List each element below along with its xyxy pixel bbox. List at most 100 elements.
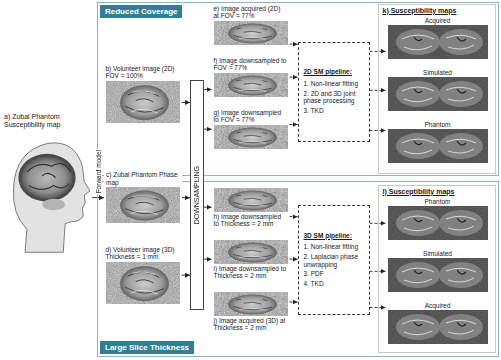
sus-picture [388, 25, 488, 59]
phase-picture [106, 81, 180, 123]
group-heading: k) Susceptibility maps [383, 7, 491, 15]
process-label: DOWNSAMPLING [193, 166, 201, 224]
pipeline-step: 2. 2D and 3D joint phase processing [304, 90, 364, 105]
phase-image [214, 292, 288, 316]
image-label: Phantom [388, 121, 488, 129]
connector-arrow [290, 44, 298, 45]
pipeline-step: 3. PDF [304, 270, 364, 278]
head-image [4, 131, 90, 257]
image-label: a) Zubal Phantom Susceptibility map [4, 113, 90, 130]
pipeline-step: 4. TKD [304, 280, 364, 288]
phase-picture [106, 262, 180, 304]
connector-arrow [290, 77, 298, 78]
image-panel: Simulated [386, 68, 490, 114]
connector-arrow [290, 124, 298, 125]
phase-image [214, 73, 288, 97]
pipeline-box: 2D SM pipeline: 1. Non-linear fitting 2. 2… [298, 42, 370, 142]
image-panel: c) Zubal Phantom Phase map [104, 170, 182, 225]
group-heading: l) Susceptibility maps [383, 188, 491, 196]
sus-image [388, 206, 488, 240]
image-panel: Simulated [386, 249, 490, 295]
image-label: Phantom [388, 198, 488, 206]
image-panel: Acquired [386, 301, 490, 347]
image-panel: e) Image acquired (2D) at FOV = 77% [212, 4, 290, 47]
image-label: d) Volunteer image (3D) Thickness = 1 mm [106, 246, 180, 261]
image-panel: h) Image downsampled to Thickness = 2 mm [212, 186, 290, 229]
pipeline-box: 3D SM pipeline: 1. Non-linear fitting 2. L… [298, 205, 370, 315]
image-label: f) Image downsampled to FOV = 77% [214, 57, 288, 72]
sus-picture [388, 129, 488, 163]
sus-image [388, 25, 488, 59]
phase-image [214, 125, 288, 149]
head-picture [13, 142, 90, 251]
image-label: g) Image downsampled to FOV = 77% [214, 109, 288, 124]
connector-arrow [204, 207, 212, 208]
sus-picture [388, 206, 488, 240]
connector-arrow [204, 89, 212, 90]
image-panel: b) Volunteer image (2D) FOV = 100% [104, 64, 182, 125]
section-panel: b) Volunteer image (2D) FOV = 100% e) Ima… [97, 2, 499, 176]
pipeline-step: 3D SM pipeline: [304, 232, 364, 240]
phase-picture [214, 188, 288, 212]
image-group: PhantomSimulatedAcquired l) Susceptibilit… [378, 185, 496, 353]
image-label: j) Image acquired (3D) at Thickness = 2 … [214, 317, 288, 332]
pipeline-step: 2D SM pipeline: [304, 68, 364, 76]
phase-picture [214, 73, 288, 97]
edge-label: Forward model [95, 149, 102, 194]
pipeline-step: 3. TKD [304, 107, 364, 115]
phase-image [106, 262, 180, 304]
sus-image [388, 258, 488, 292]
pipeline-step: 2. Laplacian phase unwrapping [304, 253, 364, 268]
image-panel: g) Image downsampled to FOV = 77% [212, 108, 290, 151]
pipeline-step: 1. Non-linear fitting [304, 80, 364, 88]
image-panel: j) Image acquired (3D) at Thickness = 2 … [212, 290, 290, 333]
pipeline-step: 1. Non-linear fitting [304, 243, 364, 251]
phase-image [214, 240, 288, 264]
image-label: b) Volunteer image (2D) FOV = 100% [106, 65, 180, 80]
process-bar: DOWNSAMPLING [190, 80, 204, 310]
image-panel: f) Image downsampled to FOV = 77% [212, 56, 290, 99]
image-panel: Acquired [386, 16, 490, 62]
phase-image [214, 188, 288, 212]
phase-picture [214, 125, 288, 149]
sus-image [388, 310, 488, 344]
image-label: Acquired [388, 302, 488, 310]
connector-arrow [290, 216, 298, 217]
image-panel: a) Zubal Phantom Susceptibility map [2, 112, 92, 259]
image-label: h) Image downsampled to Thickness = 2 mm [214, 213, 288, 228]
phase-image [214, 21, 288, 45]
sus-image [388, 129, 488, 163]
connector-arrow [182, 275, 191, 276]
connector-arrow [204, 259, 212, 260]
connector-arrow [290, 302, 298, 303]
image-panel: d) Volunteer image (3D) Thickness = 1 mm [104, 245, 182, 306]
sus-picture [388, 310, 488, 344]
image-label: Simulated [388, 250, 488, 258]
sus-picture [388, 77, 488, 111]
image-panel: Phantom [386, 120, 490, 166]
phase-picture [214, 240, 288, 264]
connector-arrow [182, 197, 190, 198]
image-label: c) Zubal Phantom Phase map [106, 171, 180, 186]
connector-arrow [290, 259, 298, 260]
section-heading: Large Slice Thickness [100, 341, 194, 354]
phase-picture [106, 187, 180, 223]
connector-arrow [92, 197, 104, 198]
phase-image [106, 81, 180, 123]
image-label: i) Image downsampled to Thickness = 2 mm [214, 265, 288, 280]
phase-picture [214, 21, 288, 45]
connector-arrow [204, 129, 212, 130]
image-group: AcquiredSimulatedPhantom k) Susceptibilit… [378, 4, 496, 174]
image-label: e) Image acquired (2D) at FOV = 77% [214, 5, 288, 20]
phase-picture [214, 292, 288, 316]
sus-picture [388, 258, 488, 292]
connector-arrow [182, 102, 191, 103]
section-heading: Reduced Coverage [100, 5, 182, 18]
image-label: Simulated [388, 69, 488, 77]
image-panel: i) Image downsampled to Thickness = 2 mm [212, 238, 290, 281]
image-panel: Phantom [386, 197, 490, 243]
phase-image [106, 187, 180, 223]
image-label: Acquired [388, 17, 488, 25]
sus-image [388, 77, 488, 111]
